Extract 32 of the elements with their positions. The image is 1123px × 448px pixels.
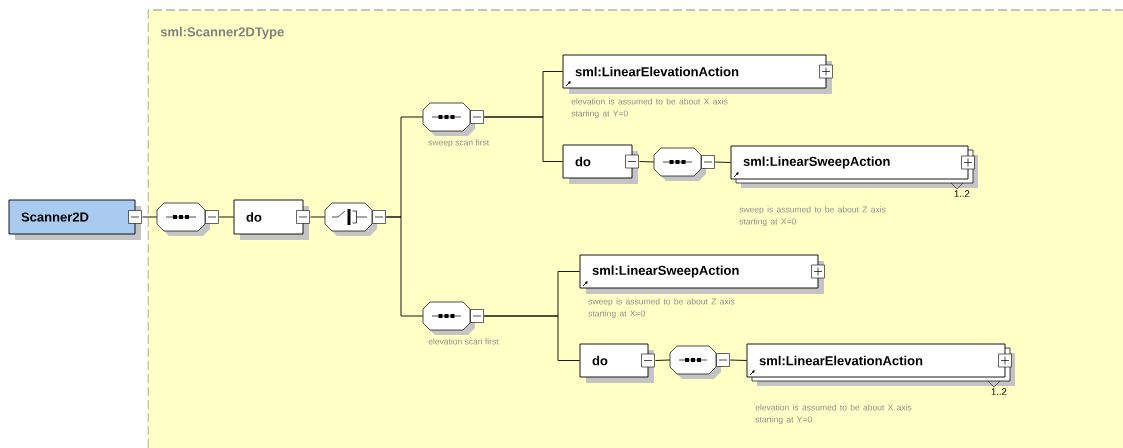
element-box: sml:LinearElevationAction — [746, 343, 1015, 388]
connector-line — [310, 216, 326, 218]
connector-line — [385, 216, 424, 317]
connector-line — [655, 359, 671, 361]
connector-line — [142, 216, 158, 218]
element-box: do — [233, 199, 310, 240]
connector-line — [729, 359, 747, 361]
compositor-caption: sweep scan first — [428, 139, 490, 148]
sequence-symbol — [422, 102, 484, 136]
element-box: sml:LinearSweepAction — [579, 254, 825, 294]
sequence-symbol — [156, 202, 219, 236]
choice-symbol — [324, 202, 386, 236]
sequence-symbol — [653, 147, 715, 181]
connector-line — [483, 116, 563, 162]
occurrence-range: 1..2 — [991, 388, 1007, 395]
connector-line — [639, 161, 655, 163]
element-box: do — [562, 144, 639, 184]
occurrence-range: 1..2 — [954, 190, 970, 197]
compositor-caption: elevation scan first — [428, 338, 499, 345]
annotation-text: sweep is assumed to be about Z axis starting at X=0 — [739, 206, 886, 227]
sequence-symbol — [669, 345, 730, 379]
element-box: do — [579, 343, 655, 383]
element-box: sml:LinearElevationAction — [562, 54, 833, 94]
element-box: sml:LinearSweepAction — [730, 145, 978, 190]
annotation-text: elevation is assumed to be about X axis starting at Y=0 — [755, 404, 912, 425]
connector-line — [483, 315, 580, 361]
sequence-symbol — [422, 301, 484, 335]
connector-line — [218, 216, 234, 218]
annotation-text: sweep is assumed to be about Z axis starting at X=0 — [588, 298, 735, 319]
annotation-text: elevation is assumed to be about X axis starting at Y=0 — [571, 98, 728, 119]
connector-line — [714, 161, 731, 163]
root-element-box: Scanner2D — [8, 199, 142, 240]
